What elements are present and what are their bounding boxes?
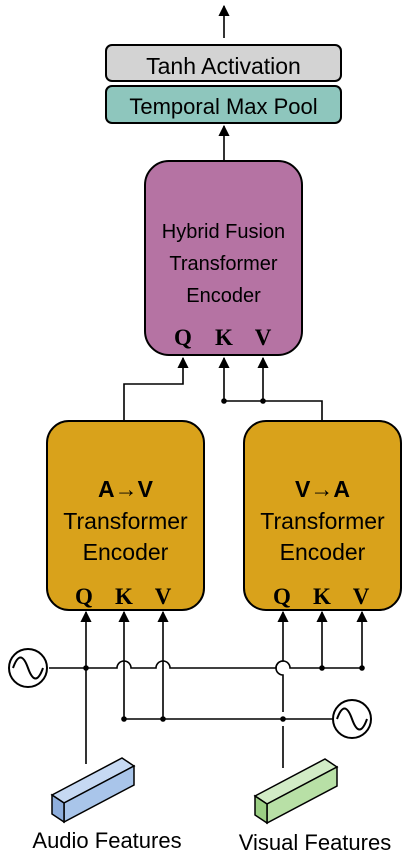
av-encoder-line-2: Encoder [83, 539, 169, 565]
hybrid-fusion-encoder-block: Hybrid Fusion Transformer Encoder Q K V [144, 160, 303, 356]
av-encoder-title: A→V [98, 476, 154, 502]
visual-positional-encoding-icon [332, 699, 372, 739]
va-encoder-title: V→A [295, 476, 350, 502]
va-port-q: Q [273, 584, 291, 609]
input-wires [49, 612, 368, 768]
audio-positional-encoding-icon [8, 648, 48, 688]
hybrid-port-k: K [215, 325, 233, 350]
hybrid-line-1: Hybrid Fusion [162, 221, 285, 243]
tanh-activation-label: Tanh Activation [146, 53, 301, 79]
va-encoder-block: V→A Transformer Encoder Q K V [243, 420, 402, 611]
va-port-k: K [313, 584, 331, 609]
av-port-q: Q [75, 584, 93, 609]
visual-features-icon [253, 758, 339, 825]
audio-features-label: Audio Features [32, 828, 181, 853]
temporal-max-pool-block: Temporal Max Pool [105, 85, 342, 124]
hybrid-port-v: V [255, 325, 272, 350]
hybrid-line-2: Transformer [169, 253, 278, 275]
hybrid-line-3: Encoder [186, 285, 261, 307]
av-encoder-line-1: Transformer [63, 508, 188, 534]
hybrid-port-q: Q [174, 325, 192, 350]
av-port-v: V [155, 584, 172, 609]
va-port-v: V [353, 584, 370, 609]
temporal-max-pool-label: Temporal Max Pool [129, 94, 317, 119]
visual-features-label: Visual Features [239, 830, 391, 855]
tanh-activation-block: Tanh Activation [105, 44, 342, 82]
audio-features-icon [50, 757, 136, 824]
va-encoder-line-2: Encoder [280, 539, 366, 565]
encoder-to-hybrid-wires [123, 356, 323, 420]
va-encoder-line-1: Transformer [260, 508, 385, 534]
av-encoder-block: A→V Transformer Encoder Q K V [46, 420, 205, 611]
av-port-k: K [115, 584, 133, 609]
